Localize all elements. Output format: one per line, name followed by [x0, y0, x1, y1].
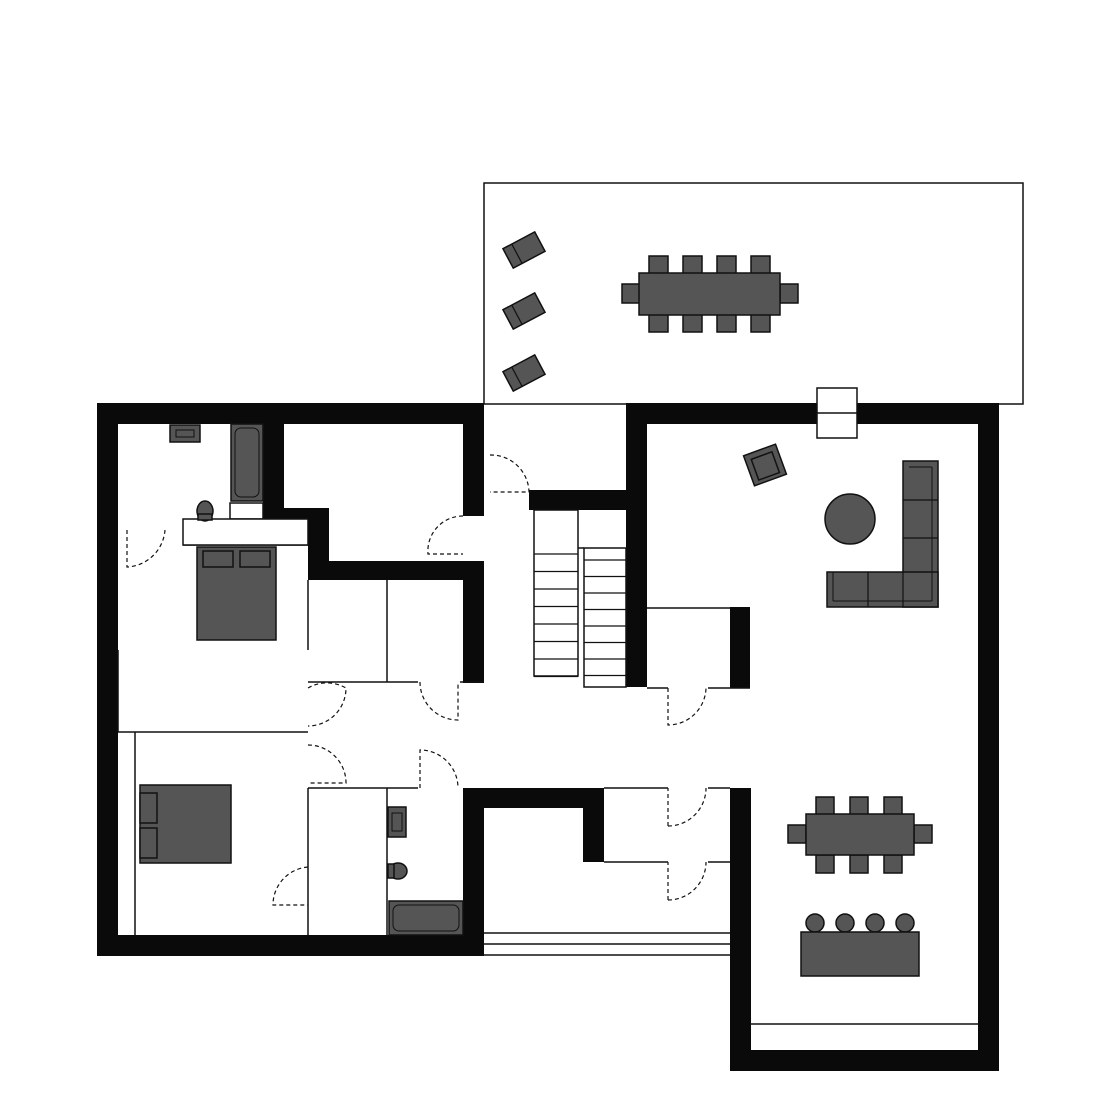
vanity-counter [182, 518, 309, 546]
living-room [742, 443, 939, 608]
lounge-chair [501, 353, 547, 393]
double-bed [196, 546, 277, 641]
round-table [824, 493, 876, 545]
l-sofa [826, 460, 939, 608]
lounge-chair [501, 230, 547, 270]
bedroom-2 [139, 784, 232, 864]
armchair [742, 443, 788, 487]
doors [126, 454, 707, 906]
dining-kitchen [787, 796, 933, 977]
bedroom-1 [169, 423, 309, 641]
interior-walls [263, 424, 750, 955]
toilet [387, 862, 408, 880]
terrace-furniture [501, 230, 799, 393]
staircase [533, 509, 627, 688]
toilet [196, 500, 214, 522]
bathroom-2 [387, 806, 464, 936]
dining-table [787, 796, 933, 874]
bathtub [230, 423, 264, 502]
balcony-rail [484, 932, 730, 956]
sink [169, 424, 201, 443]
bathtub [388, 900, 464, 936]
lounge-chair [501, 291, 547, 331]
dining-table [621, 255, 799, 333]
partitions [117, 544, 978, 1025]
exterior-walls [97, 403, 999, 1071]
sink [387, 806, 407, 838]
kitchen-counter [800, 913, 920, 977]
